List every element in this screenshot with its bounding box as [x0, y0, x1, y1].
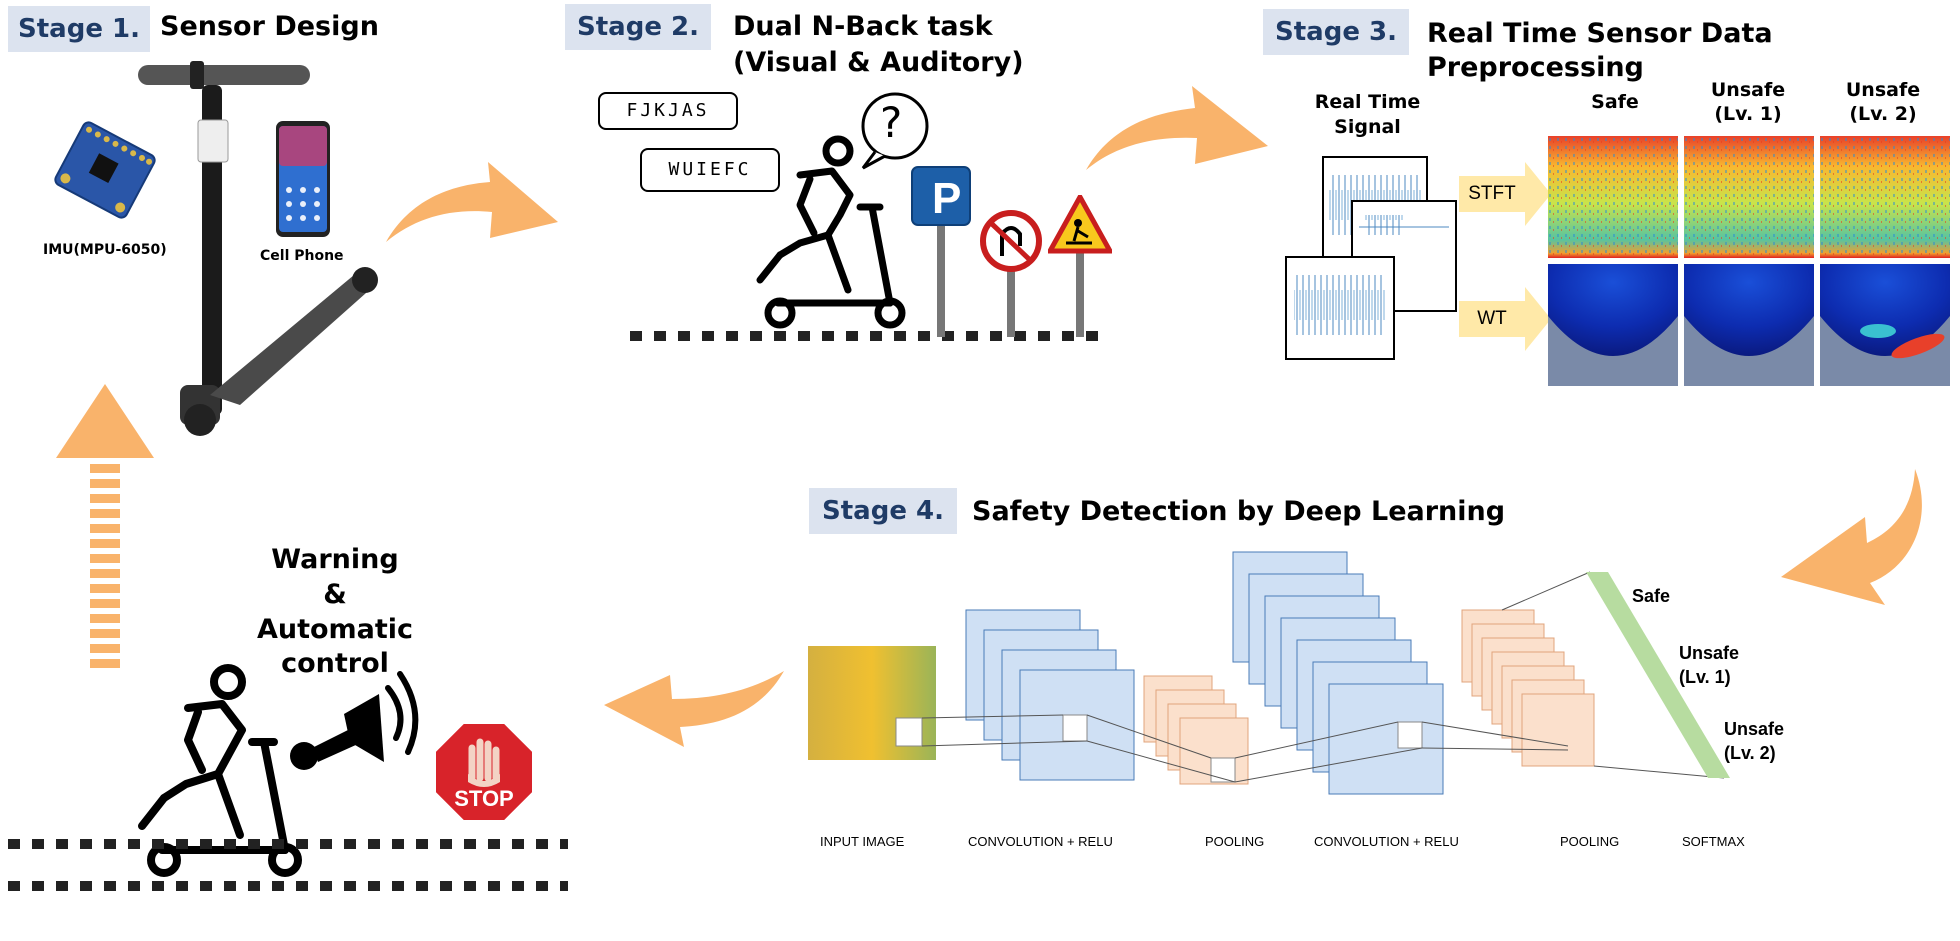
cnn-label-pool1: POOLING	[1205, 834, 1265, 849]
cnn-label-pool2: POOLING	[1560, 834, 1620, 849]
warning-line2: &	[323, 579, 347, 610]
speech-bubble-2: WUIEFC	[640, 148, 780, 192]
stage1-tag: Stage 1.	[8, 6, 150, 52]
stop-sign-icon	[432, 720, 536, 824]
output-safe: Safe	[1632, 586, 1671, 606]
wt-arrow-head	[1525, 287, 1551, 351]
cnn-diagram	[808, 551, 1730, 795]
road-work-sign-icon	[1048, 195, 1112, 337]
no-u-turn-sign-icon	[980, 210, 1042, 337]
cnn-label-conv1: CONVOLUTION + RELU	[968, 834, 1113, 849]
stage3-title: Real Time Sensor Data Preprocessing	[1427, 18, 1773, 83]
cnn-label-conv2: CONVOLUTION + RELU	[1314, 834, 1459, 849]
flow-arrow-3-to-4	[1781, 469, 1922, 605]
road-lines-warning	[8, 839, 568, 891]
stage2-title-line1: Dual N-Back task	[733, 11, 993, 42]
stage2-tag: Stage 2.	[565, 4, 711, 50]
stage4-tag: Stage 4.	[809, 488, 957, 534]
parking-sign-icon: P	[911, 166, 971, 337]
col-unsafe2-line2: (Lv. 2)	[1849, 103, 1917, 125]
stage1-title: Sensor Design	[160, 11, 379, 42]
stft-arrow-head	[1525, 162, 1551, 226]
imu-label: IMU(MPU-6050)	[43, 242, 167, 258]
signal-label-line2: Signal	[1334, 116, 1401, 138]
col-unsafe1-line1: Unsafe	[1710, 79, 1786, 101]
speech-bubble-1: FJKJAS	[598, 92, 738, 130]
flow-arrow-4-to-warning	[604, 671, 784, 747]
col-unsafe2-line1: Unsafe	[1845, 79, 1921, 101]
stage2-title-line2: (Visual & Auditory)	[733, 47, 1024, 78]
imu-sensor-icon	[54, 121, 156, 219]
output-unsafe2-line1: Unsafe	[1724, 719, 1785, 739]
output-unsafe1-line1: Unsafe	[1679, 643, 1740, 663]
svg-text:P: P	[932, 174, 961, 223]
flow-arrow-1-to-2	[386, 162, 558, 242]
wt-label: WT	[1477, 308, 1507, 329]
warning-line1: Warning	[271, 544, 399, 575]
warning-line3: Automatic control	[256, 614, 414, 679]
stft-label: STFT	[1468, 183, 1516, 204]
cnn-label-input: INPUT IMAGE	[820, 834, 905, 849]
e-scooter-icon	[138, 61, 378, 436]
megaphone-icon	[290, 671, 419, 770]
stage3-tag: Stage 3.	[1263, 9, 1409, 55]
spectrogram-grid	[1548, 136, 1950, 386]
flow-arrow-warning-to-1	[56, 384, 154, 668]
output-unsafe2-line2: (Lv. 2)	[1724, 743, 1776, 763]
stft-arrow: STFT	[1459, 176, 1525, 212]
wt-arrow: WT	[1459, 301, 1525, 337]
col-unsafe1-line2: (Lv. 1)	[1714, 103, 1782, 125]
thought-question-mark: ?	[880, 98, 903, 147]
phone-label: Cell Phone	[260, 248, 344, 264]
output-unsafe1-line2: (Lv. 1)	[1679, 667, 1731, 687]
cnn-label-softmax: SOFTMAX	[1682, 834, 1745, 849]
col-safe-label: Safe	[1591, 91, 1639, 113]
thought-bubble-icon	[861, 92, 929, 170]
signal-label-line1: Real Time	[1314, 91, 1421, 113]
rider-on-scooter-icon	[756, 135, 906, 329]
stop-sign-label: STOP	[454, 786, 514, 811]
cell-phone-icon	[276, 121, 330, 237]
stage4-title: Safety Detection by Deep Learning	[972, 496, 1506, 527]
rider-warning-icon	[138, 664, 302, 877]
road-line-stage2	[630, 331, 1110, 341]
signal-panels	[1285, 156, 1457, 360]
flow-arrow-2-to-3	[1086, 86, 1268, 170]
